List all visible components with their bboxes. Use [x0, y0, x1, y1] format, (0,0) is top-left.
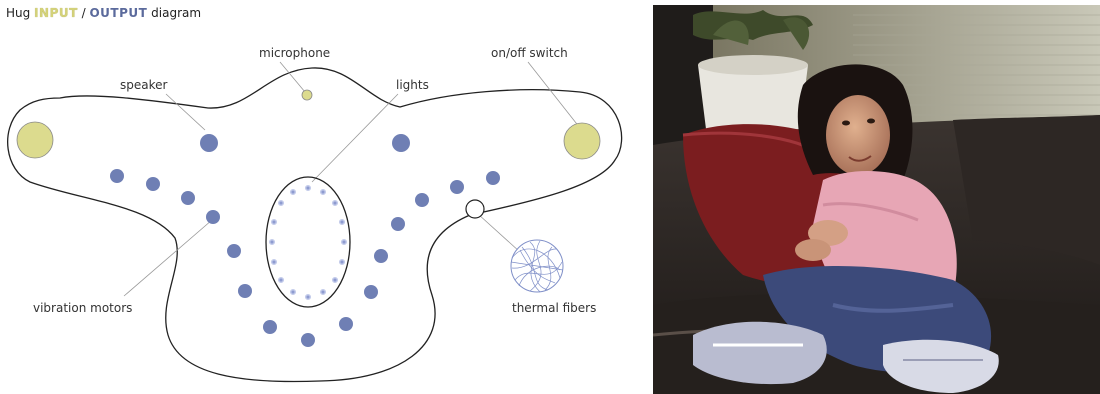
- photo-illustration: [653, 5, 1100, 394]
- motors-leader: [124, 220, 212, 296]
- hug-outline: [8, 68, 622, 382]
- motor-icon: [110, 169, 124, 183]
- motor-icon: [415, 193, 429, 207]
- motor-icon: [206, 210, 220, 224]
- motor-icon: [238, 284, 252, 298]
- thermal-fibers-label: thermal fibers: [512, 301, 596, 315]
- left-switch-pad-icon: [17, 122, 53, 158]
- light-icon: [291, 290, 296, 295]
- light-icon: [270, 240, 275, 245]
- light-icon: [340, 220, 345, 225]
- light-icon: [321, 190, 326, 195]
- speaker-right-icon: [392, 134, 410, 152]
- microphone-leader: [280, 62, 305, 92]
- on-off-switch-label: on/off switch: [491, 46, 568, 60]
- light-icon: [342, 240, 347, 245]
- motor-icon: [181, 191, 195, 205]
- microphone-icon: [302, 90, 312, 100]
- light-icon: [333, 201, 338, 206]
- motor-icon: [374, 249, 388, 263]
- light-icon: [306, 186, 311, 191]
- lights-leader: [312, 94, 398, 182]
- lights-dots: [270, 186, 347, 300]
- switch-leader: [528, 62, 580, 128]
- hug-shape-diagram: microphone speaker lights on/off switch …: [0, 0, 640, 394]
- thermal-fibers-icon: [511, 240, 563, 292]
- photo-girl-hugging-pillow: [653, 5, 1100, 394]
- motor-icon: [227, 244, 241, 258]
- speaker-label: speaker: [120, 78, 168, 92]
- motor-icon: [146, 177, 160, 191]
- on-off-switch-icon: [564, 123, 600, 159]
- speaker-left-icon: [200, 134, 218, 152]
- face-icon: [826, 95, 890, 175]
- hug-diagram-panel: Hug INPUT / OUTPUT diagram: [0, 0, 640, 394]
- lights-panel: [266, 177, 350, 307]
- motor-icon: [339, 317, 353, 331]
- light-icon: [340, 260, 345, 265]
- motor-icon: [450, 180, 464, 194]
- motor-icon: [301, 333, 315, 347]
- sneaker-icon: [693, 322, 827, 384]
- light-icon: [279, 201, 284, 206]
- motor-icon: [486, 171, 500, 185]
- light-icon: [272, 220, 277, 225]
- lights-label: lights: [396, 78, 429, 92]
- light-icon: [306, 295, 311, 300]
- light-icon: [279, 278, 284, 283]
- speaker-leader: [166, 94, 205, 130]
- light-icon: [272, 260, 277, 265]
- thermal-sensor-icon: [466, 200, 484, 218]
- motor-icon: [391, 217, 405, 231]
- motor-icon: [364, 285, 378, 299]
- light-icon: [291, 190, 296, 195]
- light-icon: [321, 290, 326, 295]
- fibers-leader: [478, 214, 520, 252]
- microphone-label: microphone: [259, 46, 330, 60]
- vibration-motors-label: vibration motors: [33, 301, 132, 315]
- light-icon: [333, 278, 338, 283]
- motor-icon: [263, 320, 277, 334]
